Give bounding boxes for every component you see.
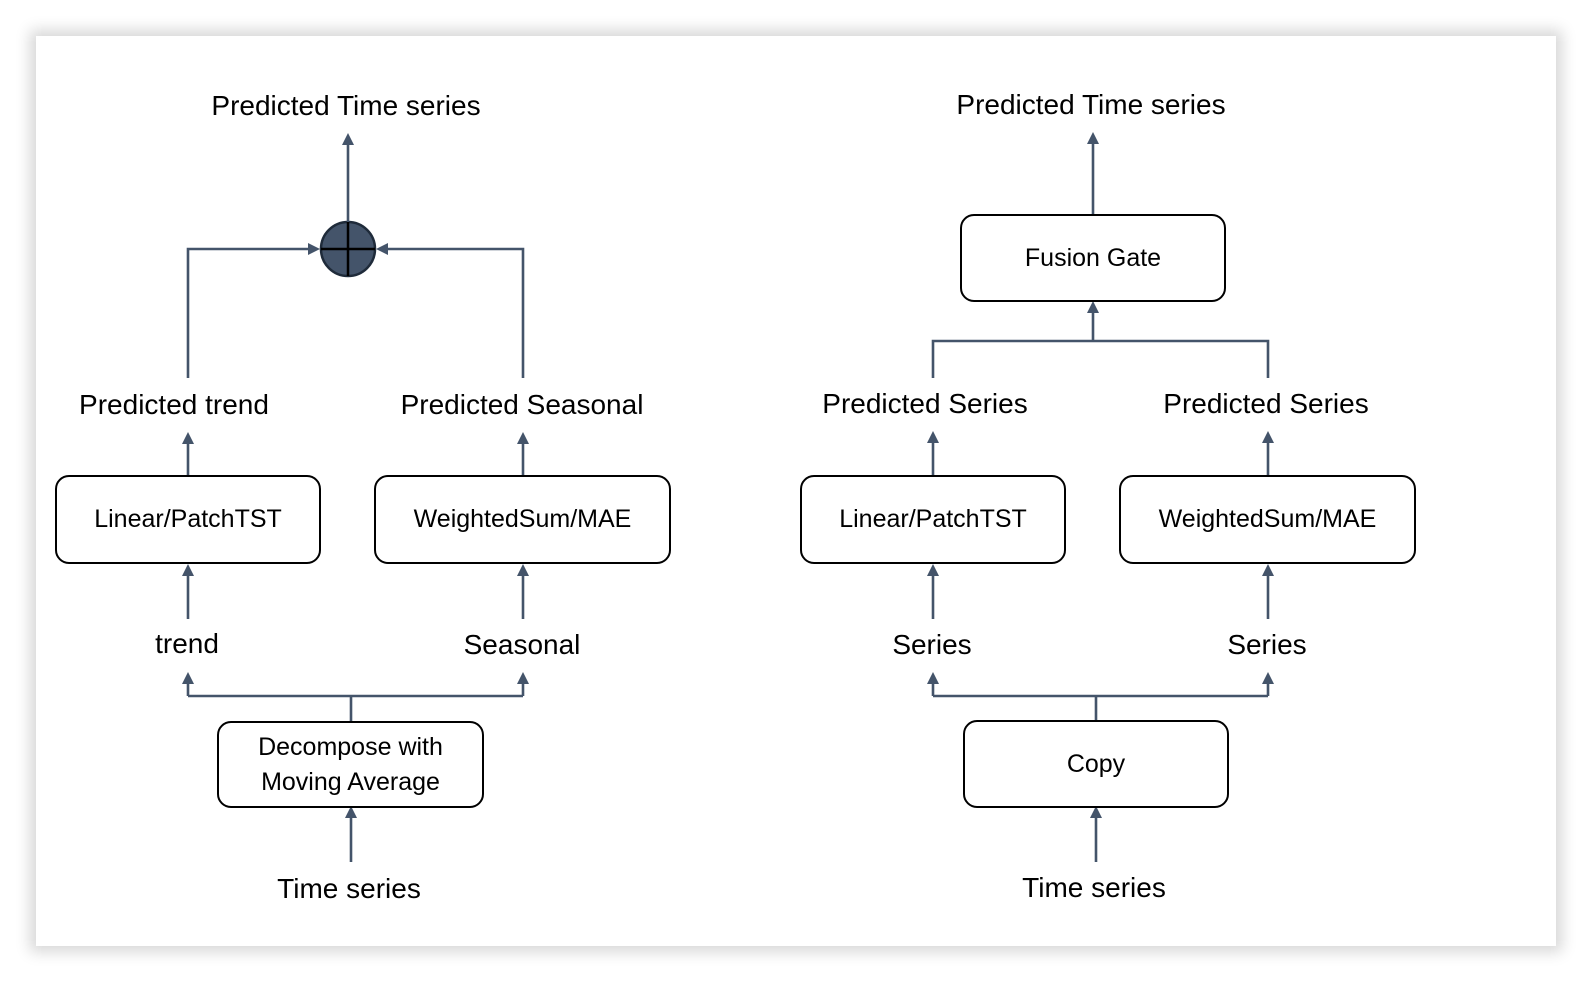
decompose-box: Decompose with Moving Average <box>217 721 484 808</box>
left-output-label: Predicted Time series <box>211 90 481 121</box>
sum-node <box>319 220 377 278</box>
diagram-canvas: Predicted Time series Predicted trend Pr… <box>36 36 1556 946</box>
predicted-trend-label: Predicted trend <box>79 389 269 420</box>
right-output-label: Predicted Time series <box>956 89 1226 120</box>
right-input-label: Time series <box>1022 872 1166 903</box>
right-weightedsum-mae-label: WeightedSum/MAE <box>1158 505 1377 534</box>
left-weightedsum-mae-label: WeightedSum/MAE <box>413 505 632 534</box>
trend-label: trend <box>155 628 219 659</box>
right-series-label-right: Series <box>1227 629 1307 660</box>
fusion-gate-label: Fusion Gate <box>1024 243 1162 272</box>
left-linear-patchtst-box: Linear/PatchTST <box>55 475 321 564</box>
right-predicted-series-right: Predicted Series <box>1163 388 1369 419</box>
fusion-gate-box: Fusion Gate <box>960 214 1226 302</box>
left-linear-patchtst-label: Linear/PatchTST <box>94 505 282 534</box>
seasonal-label: Seasonal <box>463 629 581 660</box>
left-input-label: Time series <box>277 873 421 904</box>
connector-layer <box>182 132 1274 862</box>
left-weightedsum-mae-box: WeightedSum/MAE <box>374 475 671 564</box>
right-series-label-left: Series <box>892 629 972 660</box>
right-weightedsum-mae-box: WeightedSum/MAE <box>1119 475 1416 564</box>
edge-trend-to-sum <box>186 247 310 378</box>
right-linear-patchtst-box: Linear/PatchTST <box>800 475 1066 564</box>
copy-box: Copy <box>963 720 1229 808</box>
edge-copy-split <box>931 682 1270 720</box>
decompose-line-1: Decompose with <box>258 733 443 761</box>
edge-decompose-split <box>186 682 525 721</box>
copy-label: Copy <box>1066 749 1126 778</box>
right-linear-patchtst-label: Linear/PatchTST <box>839 505 1027 534</box>
edge-seasonal-to-sum <box>386 247 525 378</box>
edge-predicted-to-fusion <box>931 311 1270 378</box>
predicted-seasonal-label: Predicted Seasonal <box>400 389 644 420</box>
decompose-line-2: Moving Average <box>261 767 440 796</box>
right-predicted-series-left: Predicted Series <box>822 388 1028 419</box>
